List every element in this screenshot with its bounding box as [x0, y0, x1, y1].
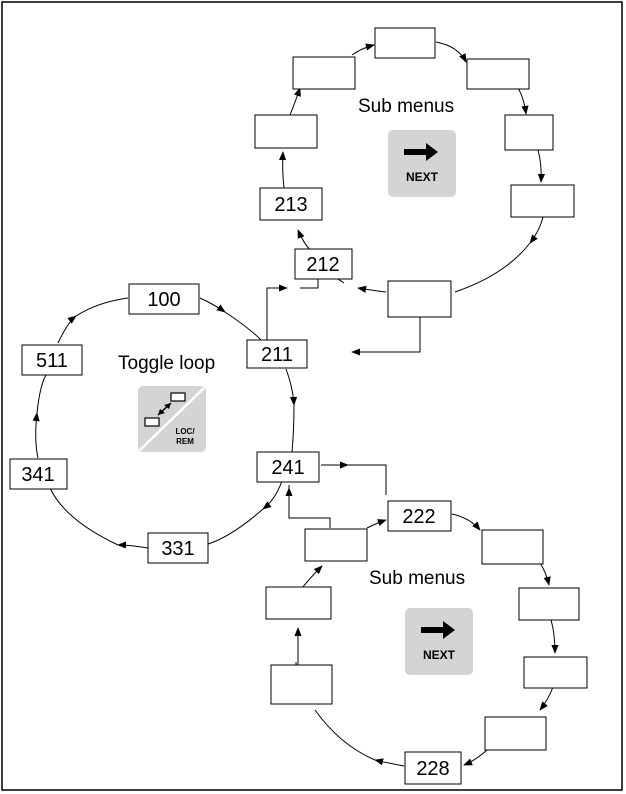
menu-box-511: [21, 344, 83, 376]
menu-box-213: [259, 187, 323, 221]
lower-loop-title: Sub menus: [369, 568, 465, 589]
loc-rem-label-line1: LOC/: [175, 427, 195, 436]
next-button-upper-label: NEXT: [406, 170, 439, 184]
upper-loop-box-4: [510, 184, 575, 218]
upper-loop-box-2: [466, 58, 530, 90]
menu-box-100: [128, 283, 200, 315]
menu-box-241-label: 241: [271, 457, 304, 479]
menu-box-228-label: 228: [416, 758, 449, 780]
menu-box-241: [256, 451, 320, 483]
upper-loop-box-3: [504, 114, 554, 151]
menu-box-212: [294, 248, 353, 280]
arrow-right-icon: [421, 621, 455, 639]
toggle-loop-title: Toggle loop: [118, 353, 215, 374]
loc-rem-label-line2: REM: [176, 437, 194, 446]
menu-box-222: [387, 500, 452, 532]
menu-box-341: [9, 458, 68, 490]
menu-box-212-label: 212: [306, 254, 339, 276]
menu-box-222-label: 222: [402, 506, 435, 528]
menu-box-213-label: 213: [274, 194, 307, 216]
upper-loop-box-6: [292, 56, 356, 90]
toggle-loop: [32, 297, 387, 549]
lower-loop-box-8: [265, 586, 332, 620]
upper-loop-box-5: [387, 280, 452, 318]
lower-loop-box-7: [270, 664, 333, 705]
lower-loop-box-5: [484, 716, 547, 751]
next-button-upper: NEXT: [388, 130, 456, 197]
upper-loop-box-7: [254, 114, 318, 149]
menu-box-341-label: 341: [21, 464, 54, 486]
loc-rem-button: LOC/ REM: [138, 386, 206, 452]
menu-box-331-label: 331: [161, 538, 194, 560]
menu-box-211: [246, 339, 308, 369]
lower-loop-box-9: [304, 528, 368, 562]
menu-box-100-label: 100: [147, 289, 180, 311]
menu-box-228: [404, 751, 462, 785]
next-button-lower-label: NEXT: [423, 648, 456, 662]
menu-box-331: [147, 532, 209, 564]
remote-indicator-icon: [170, 392, 186, 402]
lower-loop-box-3: [518, 587, 580, 621]
menu-box-211-label: 211: [261, 344, 293, 366]
lower-loop-box-4: [523, 656, 588, 689]
local-indicator-icon: [144, 417, 160, 427]
next-button-lower: NEXT: [405, 608, 473, 675]
upper-submenu-loop: [266, 41, 546, 356]
upper-loop-title: Sub menus: [358, 96, 454, 117]
upper-loop-box-1: [374, 27, 436, 59]
menu-box-511-label: 511: [36, 350, 68, 372]
lower-loop-box-2: [481, 529, 544, 565]
arrow-right-icon: [404, 143, 438, 161]
